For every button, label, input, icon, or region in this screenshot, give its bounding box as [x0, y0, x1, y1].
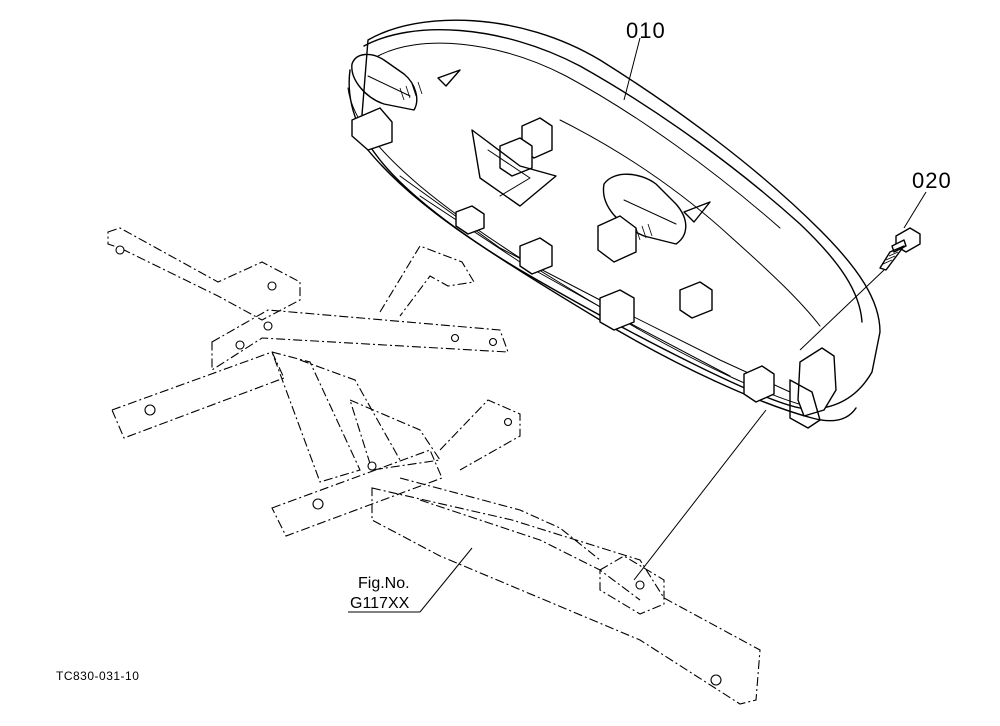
instrument-panel-assembly [347, 19, 881, 429]
callout-010: 010 [626, 18, 666, 43]
figure-reference-label: Fig.No. [358, 575, 410, 592]
figure-reference-number: G117XX [350, 595, 410, 612]
callout-020: 020 [912, 168, 952, 193]
screw-020 [879, 227, 921, 271]
leader-lines [348, 37, 927, 613]
mounting-bracket-frame [107, 227, 761, 705]
drawing-code: TC830-031-10 [56, 669, 139, 683]
